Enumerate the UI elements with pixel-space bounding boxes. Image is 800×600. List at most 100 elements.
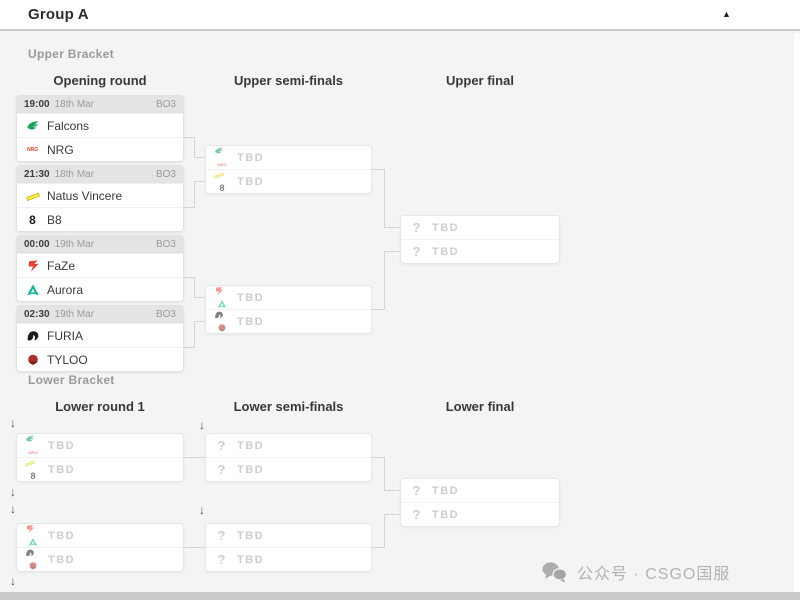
team-row-falcons[interactable]: Falcons — [17, 113, 183, 137]
question-icon: ? — [217, 462, 226, 477]
tbd-slot[interactable]: ? TBD — [401, 502, 559, 526]
tbd-slot[interactable]: TBD — [17, 524, 183, 547]
connector-line — [194, 137, 195, 158]
tbd-slot[interactable]: 8 TBD — [206, 169, 371, 193]
group-header-bar[interactable]: Group A ▲ — [0, 0, 800, 31]
team-name: FaZe — [47, 258, 76, 273]
tbd-slot[interactable]: 8 TBD — [17, 457, 183, 481]
candidate-icons — [214, 287, 229, 308]
question-icon: ? — [412, 220, 421, 235]
watermark-text: 公众号 · CSGO国服 — [577, 566, 731, 583]
collapse-caret-icon[interactable]: ▲ — [722, 9, 731, 19]
tbd-slot[interactable]: ? TBD — [206, 457, 371, 481]
question-icon: ? — [412, 244, 421, 259]
match-card-falcons-nrg[interactable]: 19:00 18th Mar BO3 Falcons NRG NRG — [16, 95, 184, 162]
tbd-label: TBD — [432, 245, 460, 258]
match-card-lower-semi-2[interactable]: ? TBD ? TBD — [205, 523, 372, 572]
match-date: 18th Mar — [54, 169, 95, 180]
col-header-lower-round1: Lower round 1 — [55, 399, 145, 414]
aurora-icon — [25, 282, 40, 297]
connector-line — [384, 514, 385, 548]
falcons-icon — [214, 146, 224, 156]
team-row-nrg[interactable]: NRG NRG — [17, 137, 183, 161]
connector-line — [372, 547, 384, 548]
tbd-slot[interactable]: TBD — [17, 547, 183, 571]
tbd-label: TBD — [237, 151, 265, 164]
tbd-label: TBD — [48, 439, 76, 452]
team-name: Aurora — [47, 282, 84, 297]
question-icon: ? — [217, 552, 226, 567]
candidate-icons — [25, 525, 40, 546]
question-icon: ? — [412, 483, 421, 498]
tbd-slot[interactable]: ? TBD — [401, 216, 559, 239]
navi-icon — [25, 458, 35, 468]
team-name: FURIA — [47, 328, 83, 343]
faze-icon — [25, 258, 40, 273]
connector-line — [384, 227, 400, 228]
watermark: 公众号 · CSGO国服 — [541, 560, 730, 584]
match-card-lower-round1-1[interactable]: NRG TBD 8 TBD — [16, 433, 184, 482]
tbd-slot[interactable]: ? TBD — [206, 547, 371, 571]
team-name: TYLOO — [47, 352, 88, 367]
tbd-label: TBD — [237, 553, 265, 566]
tbd-slot[interactable]: TBD — [206, 309, 371, 333]
drop-arrow-icon: ↓ — [199, 503, 205, 517]
nrg-icon: NRG — [26, 146, 39, 153]
team-row-faze[interactable]: FaZe — [17, 253, 183, 277]
match-card-lower-semi-1[interactable]: ? TBD ? TBD — [205, 433, 372, 482]
candidate-icons: NRG — [214, 147, 229, 168]
match-time: 21:30 — [24, 169, 50, 180]
col-header-upper-semis: Upper semi-finals — [233, 73, 344, 88]
group-title: Group A — [28, 6, 89, 23]
right-edge-gutter — [794, 33, 800, 592]
furia-icon — [25, 548, 35, 558]
connector-line — [184, 347, 194, 348]
team-row-aurora[interactable]: Aurora — [17, 277, 183, 301]
match-card-upper-semi-1[interactable]: NRG TBD 8 TBD — [205, 145, 372, 194]
connector-line — [384, 490, 400, 491]
tbd-slot[interactable]: NRG TBD — [206, 146, 371, 169]
tbd-slot[interactable]: ? TBD — [401, 479, 559, 502]
candidate-icons: NRG — [25, 435, 40, 456]
tyloo-icon — [28, 561, 38, 571]
match-card-lower-final[interactable]: ? TBD ? TBD — [400, 478, 560, 527]
tbd-label: TBD — [432, 508, 460, 521]
tbd-slot[interactable]: ? TBD — [401, 239, 559, 263]
match-card-upper-semi-2[interactable]: TBD TBD — [205, 285, 372, 334]
wechat-icon — [541, 560, 568, 584]
col-header-opening-round: Opening round — [53, 73, 147, 88]
tbd-label: TBD — [237, 529, 265, 542]
team-name: B8 — [47, 212, 62, 227]
team-row-tyloo[interactable]: TYLOO — [17, 347, 183, 371]
connector-line — [384, 251, 385, 310]
tbd-slot[interactable]: NRG TBD — [17, 434, 183, 457]
match-card-furia-tyloo[interactable]: 02:30 19th Mar BO3 FURIA TYLOO — [16, 305, 184, 372]
col-header-lower-semis: Lower semi-finals — [233, 399, 344, 414]
tbd-label: TBD — [432, 484, 460, 497]
tbd-slot[interactable]: TBD — [206, 286, 371, 309]
tbd-label: TBD — [237, 439, 265, 452]
team-row-b8[interactable]: 8 B8 — [17, 207, 183, 231]
match-card-upper-final[interactable]: ? TBD ? TBD — [400, 215, 560, 264]
question-icon: ? — [217, 528, 226, 543]
tbd-slot[interactable]: ? TBD — [206, 524, 371, 547]
tyloo-icon — [217, 323, 227, 333]
tbd-slot[interactable]: ? TBD — [206, 434, 371, 457]
connector-line — [184, 277, 194, 278]
match-format: BO3 — [155, 169, 176, 180]
navi-icon — [25, 188, 40, 203]
match-card-faze-aurora[interactable]: 00:00 19th Mar BO3 FaZe Aurora — [16, 235, 184, 302]
connector-line — [372, 457, 384, 458]
connector-line — [184, 207, 194, 208]
team-name: Falcons — [47, 118, 90, 133]
match-card-navi-b8[interactable]: 21:30 18th Mar BO3 Natus Vincere 8 B8 — [16, 165, 184, 232]
team-row-furia[interactable]: FURIA — [17, 323, 183, 347]
team-row-navi[interactable]: Natus Vincere — [17, 183, 183, 207]
tbd-label: TBD — [237, 463, 265, 476]
match-card-lower-round1-2[interactable]: TBD TBD — [16, 523, 184, 572]
match-date: 19th Mar — [54, 239, 95, 250]
tbd-label: TBD — [237, 315, 265, 328]
match-time: 02:30 — [24, 309, 50, 320]
b8-icon: 8 — [29, 212, 36, 227]
